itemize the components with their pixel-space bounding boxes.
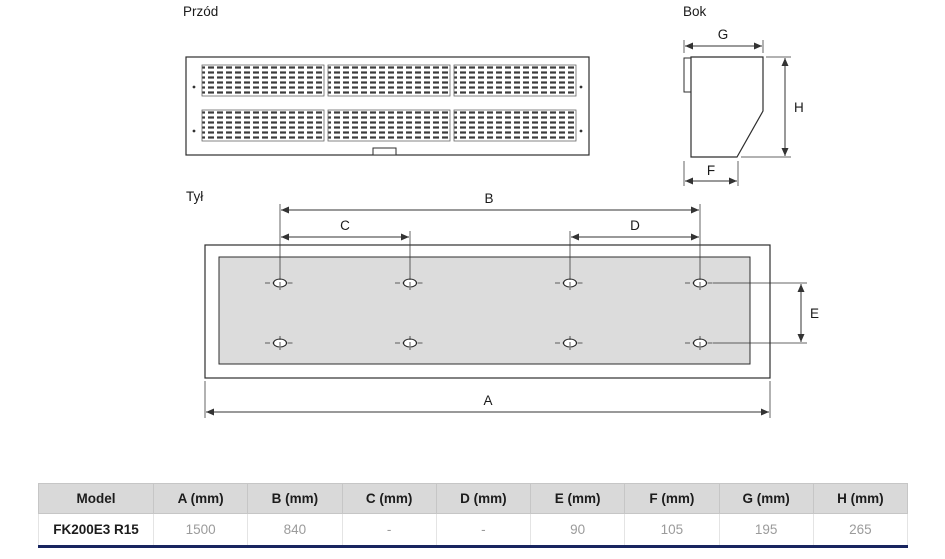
dim-label-a: A (483, 393, 492, 408)
cell-g: 195 (718, 513, 814, 547)
dim-C: C (281, 218, 411, 276)
dim-label-b: B (484, 191, 493, 206)
edge-mark (192, 129, 196, 133)
col-header-g: G (mm) (718, 483, 814, 514)
mounting-holes (265, 276, 715, 350)
grille-panel (453, 109, 577, 142)
dim-F: F (683, 161, 739, 186)
dimensions-table: Model A (mm) B (mm) C (mm) D (mm) E (mm)… (38, 483, 909, 548)
cell-h: 265 (812, 513, 909, 547)
dim-H: H (741, 56, 804, 158)
table-row: FK200E3 R15 1500 840 - - 90 105 195 265 (38, 513, 909, 547)
dim-label-h: H (794, 100, 804, 115)
cell-a: 1500 (152, 513, 249, 547)
col-header-b: B (mm) (247, 483, 343, 514)
col-header-c: C (mm) (341, 483, 437, 514)
grille-panel (453, 64, 577, 97)
grille-panel (201, 109, 325, 142)
dim-label-c: C (340, 218, 350, 233)
mounting-hole (685, 336, 715, 350)
dim-D: D (569, 218, 699, 276)
dim-label-g: G (718, 27, 729, 42)
mounting-hole (395, 336, 425, 350)
back-view: B C D A (204, 191, 819, 418)
grille-panel (327, 109, 451, 142)
table-header-row: Model A (mm) B (mm) C (mm) D (mm) E (mm)… (38, 483, 909, 514)
edge-mark (579, 129, 583, 133)
back-view-label: Tył (186, 189, 204, 204)
col-header-h: H (mm) (812, 483, 909, 514)
dim-A: A (204, 381, 771, 418)
grille-panel (327, 64, 451, 97)
col-header-e: E (mm) (529, 483, 626, 514)
back-mounting-plate (218, 256, 751, 365)
mounting-hole (555, 336, 585, 350)
dim-B: B (279, 191, 701, 276)
dim-label-f: F (707, 163, 715, 178)
dim-G: G (683, 27, 764, 53)
side-view: G H F (683, 27, 804, 186)
side-body (690, 56, 764, 158)
dim-E: E (713, 282, 819, 344)
cell-b: 840 (247, 513, 343, 547)
cell-model: FK200E3 R15 (38, 513, 154, 547)
front-bottom-detail (372, 147, 397, 156)
mounting-hole (265, 336, 295, 350)
col-header-model: Model (38, 483, 154, 514)
edge-mark (192, 85, 196, 89)
front-view-label: Przód (183, 4, 219, 19)
mounting-hole (685, 276, 715, 290)
cell-d: - (435, 513, 532, 547)
col-header-d: D (mm) (435, 483, 532, 514)
edge-mark (579, 85, 583, 89)
technical-drawing: G H F (185, 27, 819, 418)
dim-label-d: D (630, 218, 640, 233)
cell-e: 90 (529, 513, 626, 547)
col-header-f: F (mm) (624, 483, 720, 514)
side-bracket (683, 57, 692, 93)
mounting-hole (265, 276, 295, 290)
dim-label-e: E (810, 306, 819, 321)
cell-c: - (341, 513, 437, 547)
side-view-label: Bok (683, 4, 707, 19)
grille-panel (201, 64, 325, 97)
front-view (185, 56, 590, 156)
mounting-hole (395, 276, 425, 290)
mounting-hole (555, 276, 585, 290)
col-header-a: A (mm) (152, 483, 249, 514)
cell-f: 105 (624, 513, 720, 547)
